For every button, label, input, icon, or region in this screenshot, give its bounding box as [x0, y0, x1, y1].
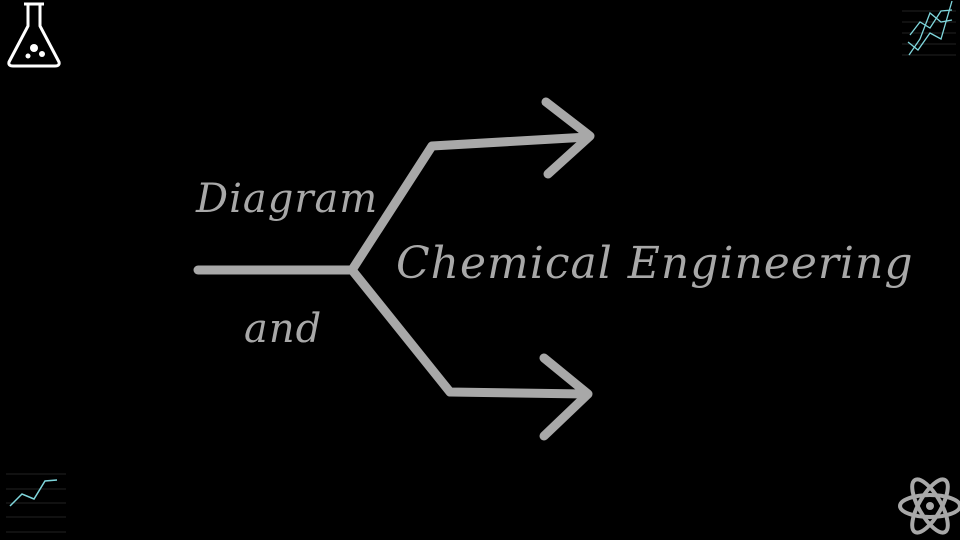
upper-branch — [347, 132, 593, 275]
diagram-text: Diagram — [196, 176, 379, 222]
lower-arrowhead — [539, 353, 593, 441]
atom-icon — [898, 477, 960, 535]
chemical-engineering-text: Chemical Engineering — [396, 238, 914, 289]
line-chart-icon — [6, 473, 66, 533]
multi-line-chart-icon — [902, 0, 956, 56]
flask-icon — [7, 2, 61, 68]
lower-branch — [347, 265, 591, 399]
upper-arrowhead — [541, 97, 595, 179]
and-text: and — [244, 306, 323, 352]
